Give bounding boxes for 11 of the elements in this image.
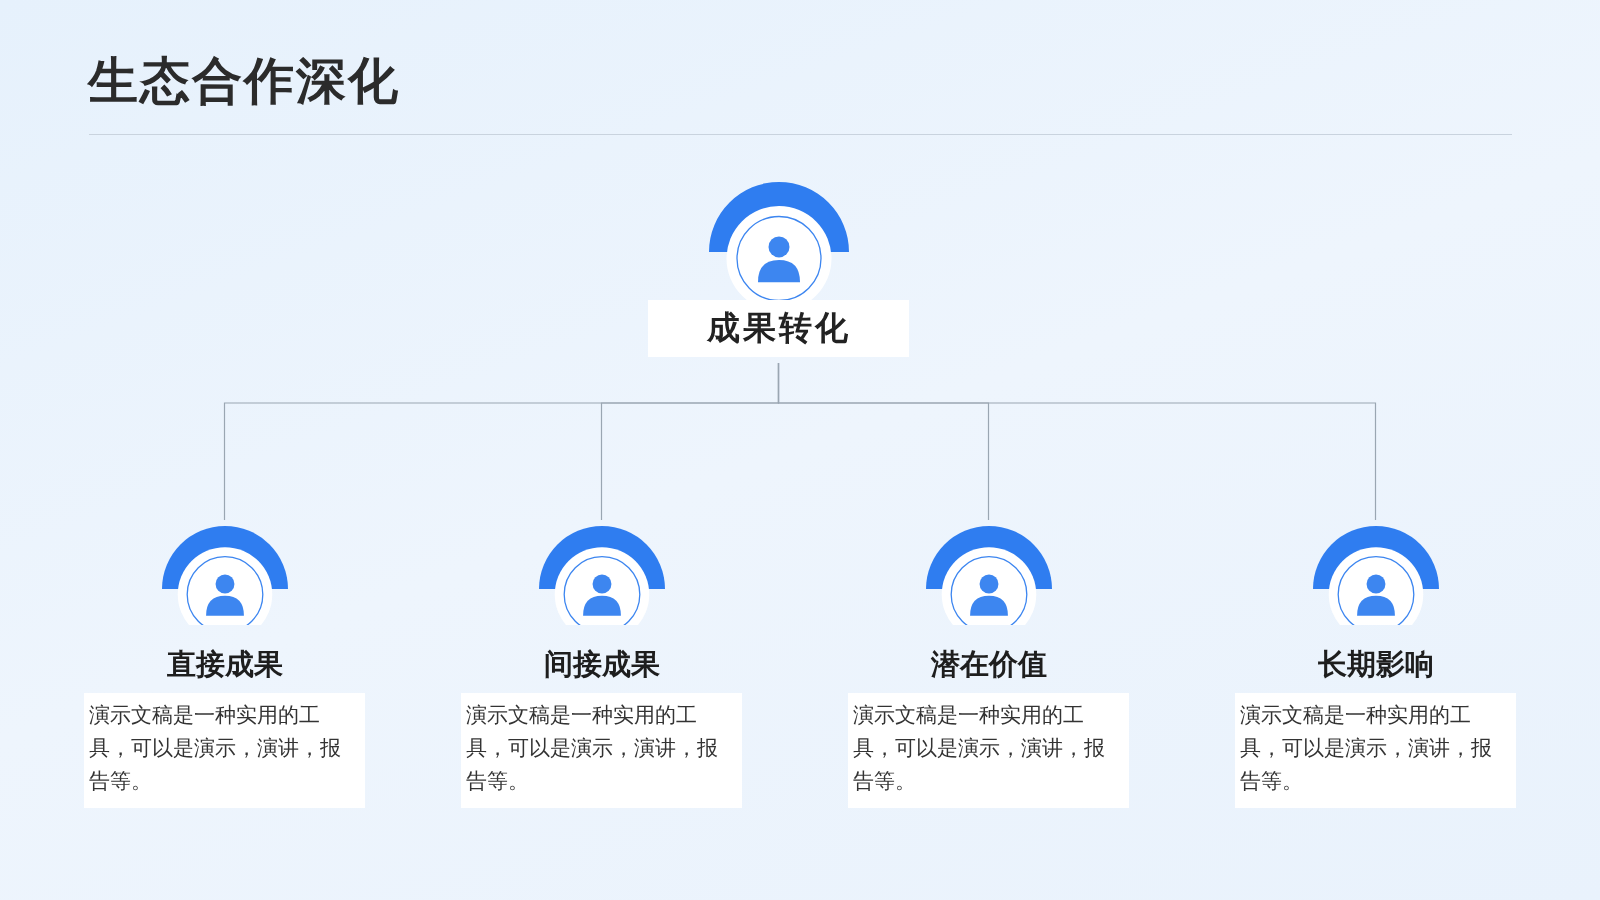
description-text: 演示文稿是一种实用的工具，可以是演示，演讲，报告等。	[848, 693, 1129, 808]
title-box: 成果转化	[648, 300, 909, 357]
slide-title: 生态合作深化	[88, 51, 400, 112]
item-heading: 长期影响	[1317, 646, 1434, 683]
item-heading: 潜在价值	[930, 646, 1047, 683]
description-text: 演示文稿是一种实用的工具，可以是演示，演讲，报告等。	[461, 693, 742, 808]
description-text: 演示文稿是一种实用的工具，可以是演示，演讲，报告等。	[1235, 693, 1516, 808]
item-heading: 直接成果	[166, 646, 283, 683]
connector-line	[777, 362, 1377, 521]
description-text: 演示文稿是一种实用的工具，可以是演示，演讲，报告等。	[84, 693, 365, 808]
item-heading: 间接成果	[543, 646, 660, 683]
